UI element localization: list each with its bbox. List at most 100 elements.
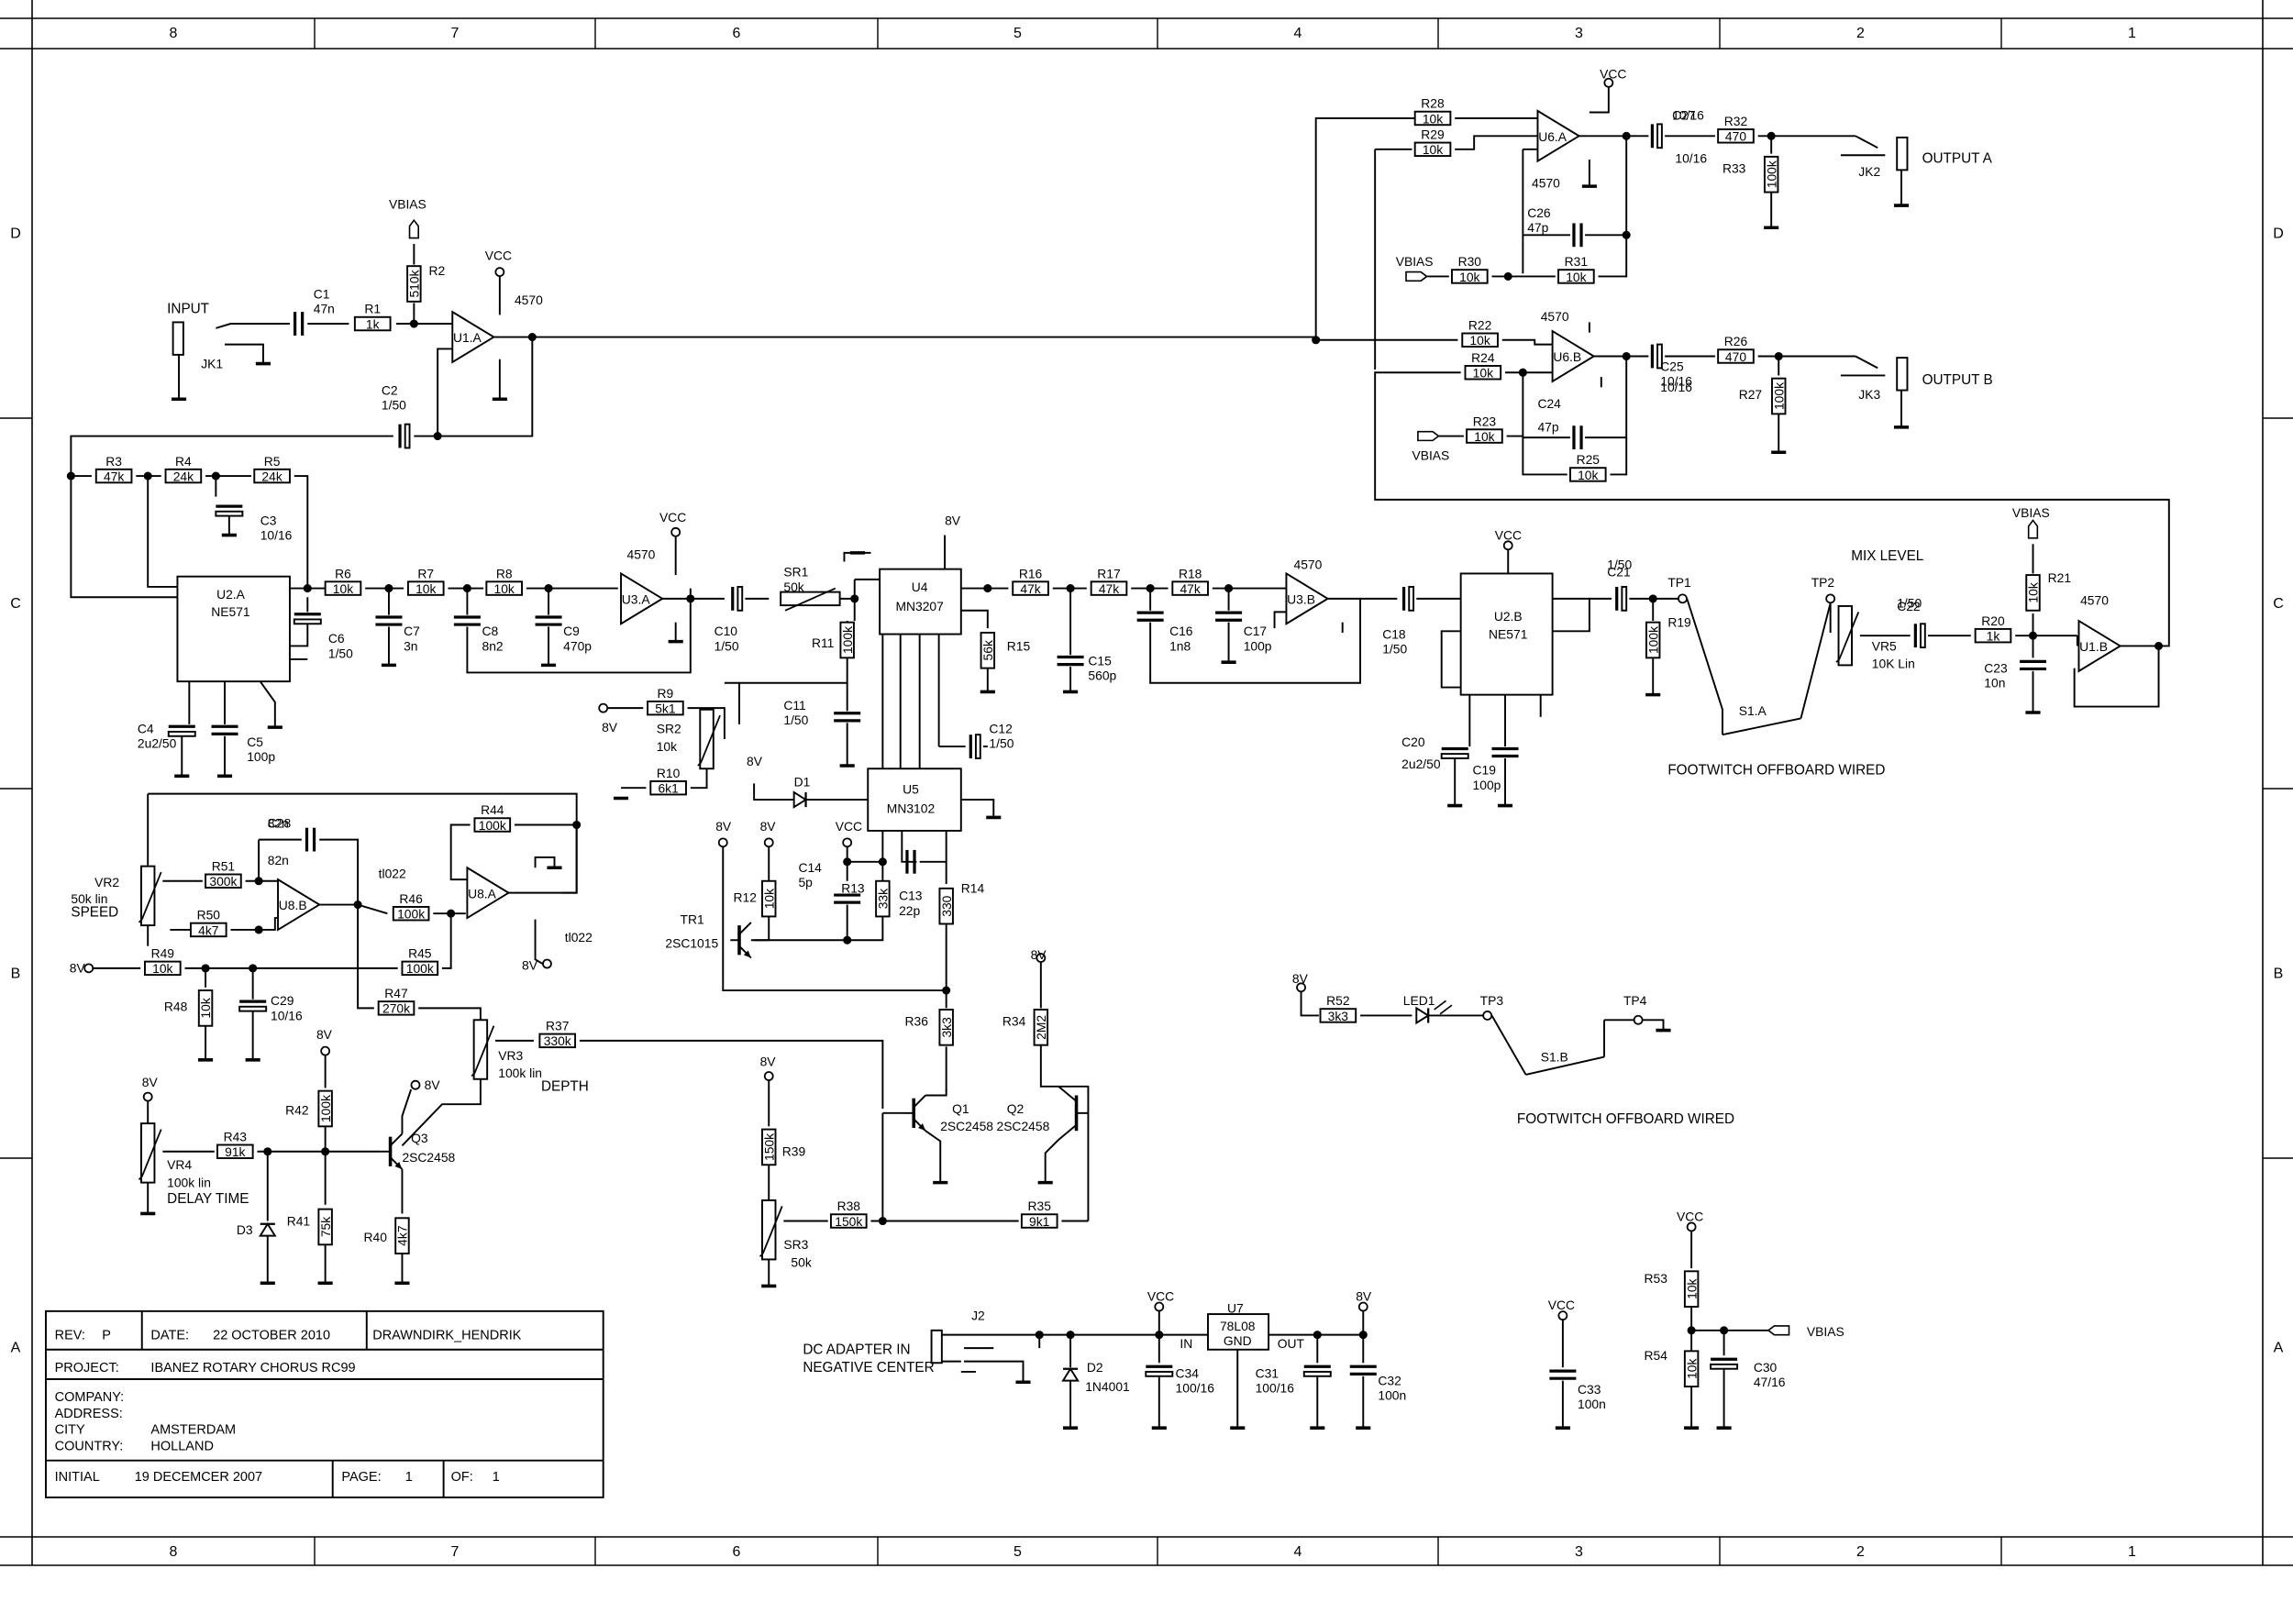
capacitor-value: 100/16	[1256, 1381, 1295, 1396]
resistor-r34	[1033, 1009, 1049, 1046]
net-label: VBIAS	[1396, 254, 1434, 269]
resistor-ref: R38	[837, 1199, 861, 1213]
opamp-ref: U1.B	[2079, 639, 2108, 654]
net-label: 8V	[602, 720, 618, 735]
opamp-ref: U6.B	[1553, 349, 1581, 364]
wire	[216, 323, 290, 329]
resistor-value: 1k	[366, 316, 380, 331]
resistor-value: 10k	[1473, 366, 1493, 381]
capacitor-ref: C22	[1897, 599, 1921, 613]
pot-ref: SR2	[657, 722, 681, 736]
row-index: D	[10, 226, 21, 242]
capacitor-value: 100p	[1244, 638, 1272, 653]
cap-polar-plate	[1656, 343, 1663, 370]
test-point	[1633, 1014, 1644, 1025]
diode-d3	[258, 1221, 277, 1237]
resistor-ref: R45	[408, 946, 432, 961]
capacitor-value: 100p	[247, 749, 275, 764]
column-index: 5	[1014, 1544, 1022, 1560]
title-block-text: COMPANY:	[55, 1390, 124, 1405]
resistor-value: 10k	[1474, 429, 1494, 444]
resistor-r51	[205, 873, 242, 889]
switch-ref: S1.A	[1739, 703, 1767, 718]
resistor-value: 470	[1725, 129, 1746, 144]
resistor-ref: R44	[481, 802, 504, 817]
wire	[1501, 338, 1553, 346]
resistor-r15	[980, 631, 996, 669]
capacitor-value: 10/16	[1660, 374, 1692, 389]
v8-port	[410, 1079, 421, 1090]
line	[138, 1176, 143, 1181]
net-label: VCC	[659, 510, 686, 525]
resistor-r24	[1464, 365, 1502, 381]
column-index: 7	[451, 26, 460, 41]
wire	[925, 1089, 947, 1097]
capacitor-value: 100p	[1473, 778, 1501, 792]
pot-ref: SR3	[783, 1237, 808, 1252]
annotation-footswitch-1: FOOTWITCH OFFBOARD WIRED	[1667, 763, 1885, 779]
cap-polar-plate	[1440, 753, 1469, 759]
wire	[534, 856, 556, 868]
testpoint-ref: TP3	[1480, 993, 1504, 1008]
capacitor-ref: C23	[1984, 660, 2008, 675]
capacitor-ref: C34	[1176, 1365, 1200, 1380]
net-label: 8V	[522, 957, 538, 972]
resistor-r25	[1568, 467, 1607, 482]
resistor-ref: R14	[961, 881, 985, 896]
ic-u2a	[176, 575, 291, 683]
junction-dot	[686, 594, 695, 603]
capacitor-ref: C31	[1256, 1365, 1279, 1380]
resistor-value: 100k	[840, 626, 855, 654]
capacitor-ref: C32	[1378, 1373, 1401, 1387]
resistor-r28	[1413, 110, 1452, 127]
pot-ref: VR3	[498, 1048, 523, 1063]
capacitor-value: 2u2/50	[138, 736, 177, 751]
resistor-value: 2M2	[1034, 1015, 1048, 1040]
net-label: VBIAS	[1807, 1324, 1844, 1339]
net-label: VCC	[1677, 1210, 1703, 1224]
capacitor-ref: C16	[1169, 624, 1193, 638]
capacitor-value: 22p	[899, 903, 920, 918]
cap-polar-plate	[167, 730, 196, 737]
resistor-value: 330	[939, 895, 954, 916]
opamp-part: 4570	[626, 547, 655, 561]
transistor-q1	[918, 1123, 926, 1132]
v8-port	[542, 958, 552, 969]
resistor-ref: R1	[364, 302, 381, 316]
column-index: 2	[1856, 26, 1865, 41]
wire	[1149, 598, 1362, 684]
capacitor-ref: C19	[1473, 763, 1497, 778]
line	[1439, 1004, 1453, 1015]
pot-value: 50k	[791, 1254, 811, 1269]
resistor-ref: R26	[1724, 334, 1748, 348]
resistor-value: 24k	[173, 469, 194, 483]
annotation-depth: DEPTH	[541, 1079, 589, 1095]
capacitor-ref: C33	[1578, 1382, 1601, 1397]
diode-ref: D3	[237, 1222, 253, 1237]
opamp-part: 4570	[2080, 592, 2109, 607]
output-jack-jk2	[1896, 136, 1909, 171]
line	[1722, 717, 1801, 736]
resistor-ref: R24	[1471, 350, 1495, 365]
net-label: VBIAS	[2012, 505, 2050, 520]
wire	[147, 476, 178, 588]
junction-dot	[254, 925, 263, 934]
resistor-ref: R22	[1468, 317, 1492, 332]
resistor-r6	[324, 580, 362, 596]
resistor-ref: R54	[1645, 1348, 1668, 1363]
resistor-ref: R30	[1458, 254, 1482, 269]
annotation-delay-time: DELAY TIME	[167, 1191, 249, 1207]
resistor-r16	[1012, 580, 1049, 596]
capacitor-ref: C3	[260, 513, 277, 527]
resistor-r33	[1763, 155, 1779, 193]
resistor-ref: R47	[384, 986, 408, 1000]
resistor-value: 47k	[1099, 581, 1119, 596]
resistor-r19	[1645, 621, 1661, 659]
component-labels: JK1C147n1kR1510kR2VBIASU1.AU1.A4570VCCC2…	[70, 66, 2109, 1411]
capacitor-ref: C14	[798, 860, 822, 875]
vcc-port	[494, 267, 505, 278]
transistor-ref: Q1	[952, 1101, 969, 1116]
ic-ref: U2.A	[216, 587, 246, 602]
wire	[294, 475, 309, 589]
wire	[1642, 1019, 1665, 1031]
